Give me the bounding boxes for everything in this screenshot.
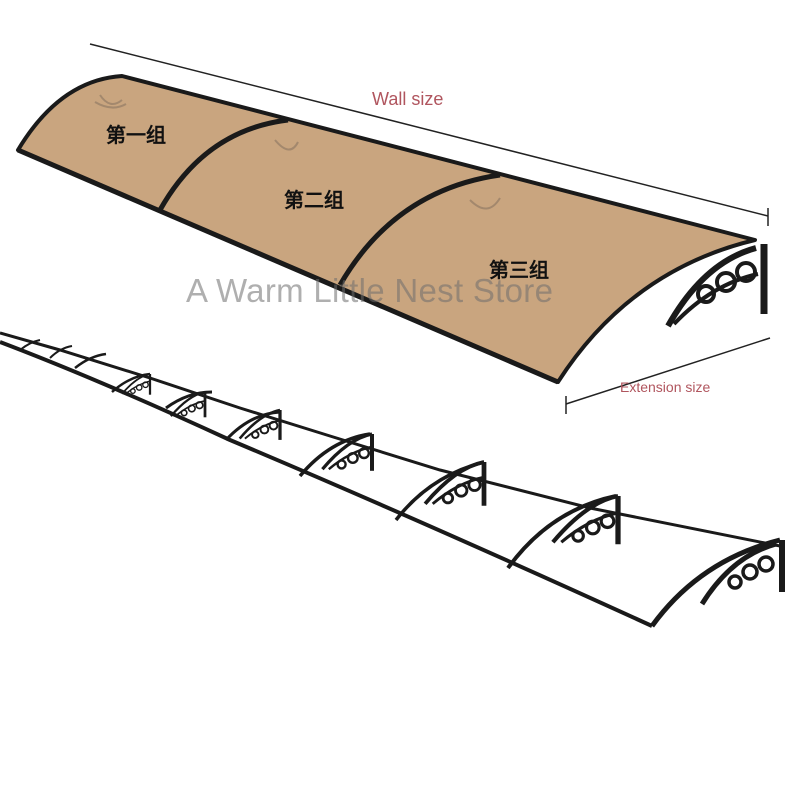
group-1-label: 第一组	[106, 123, 166, 147]
wall-bracket	[665, 244, 768, 328]
group-3-label: 第三组	[489, 258, 549, 282]
store-watermark: A Warm Little Nest Store	[186, 272, 554, 309]
group-2-label: 第二组	[284, 188, 344, 212]
brown-awning	[16, 74, 768, 385]
extension-size-dimension	[565, 337, 771, 414]
wall-size-dimension	[89, 43, 769, 226]
wall-size-label: Wall size	[372, 89, 444, 109]
frame-only-awning	[0, 331, 785, 628]
extension-size-label: Extension size	[620, 379, 711, 395]
